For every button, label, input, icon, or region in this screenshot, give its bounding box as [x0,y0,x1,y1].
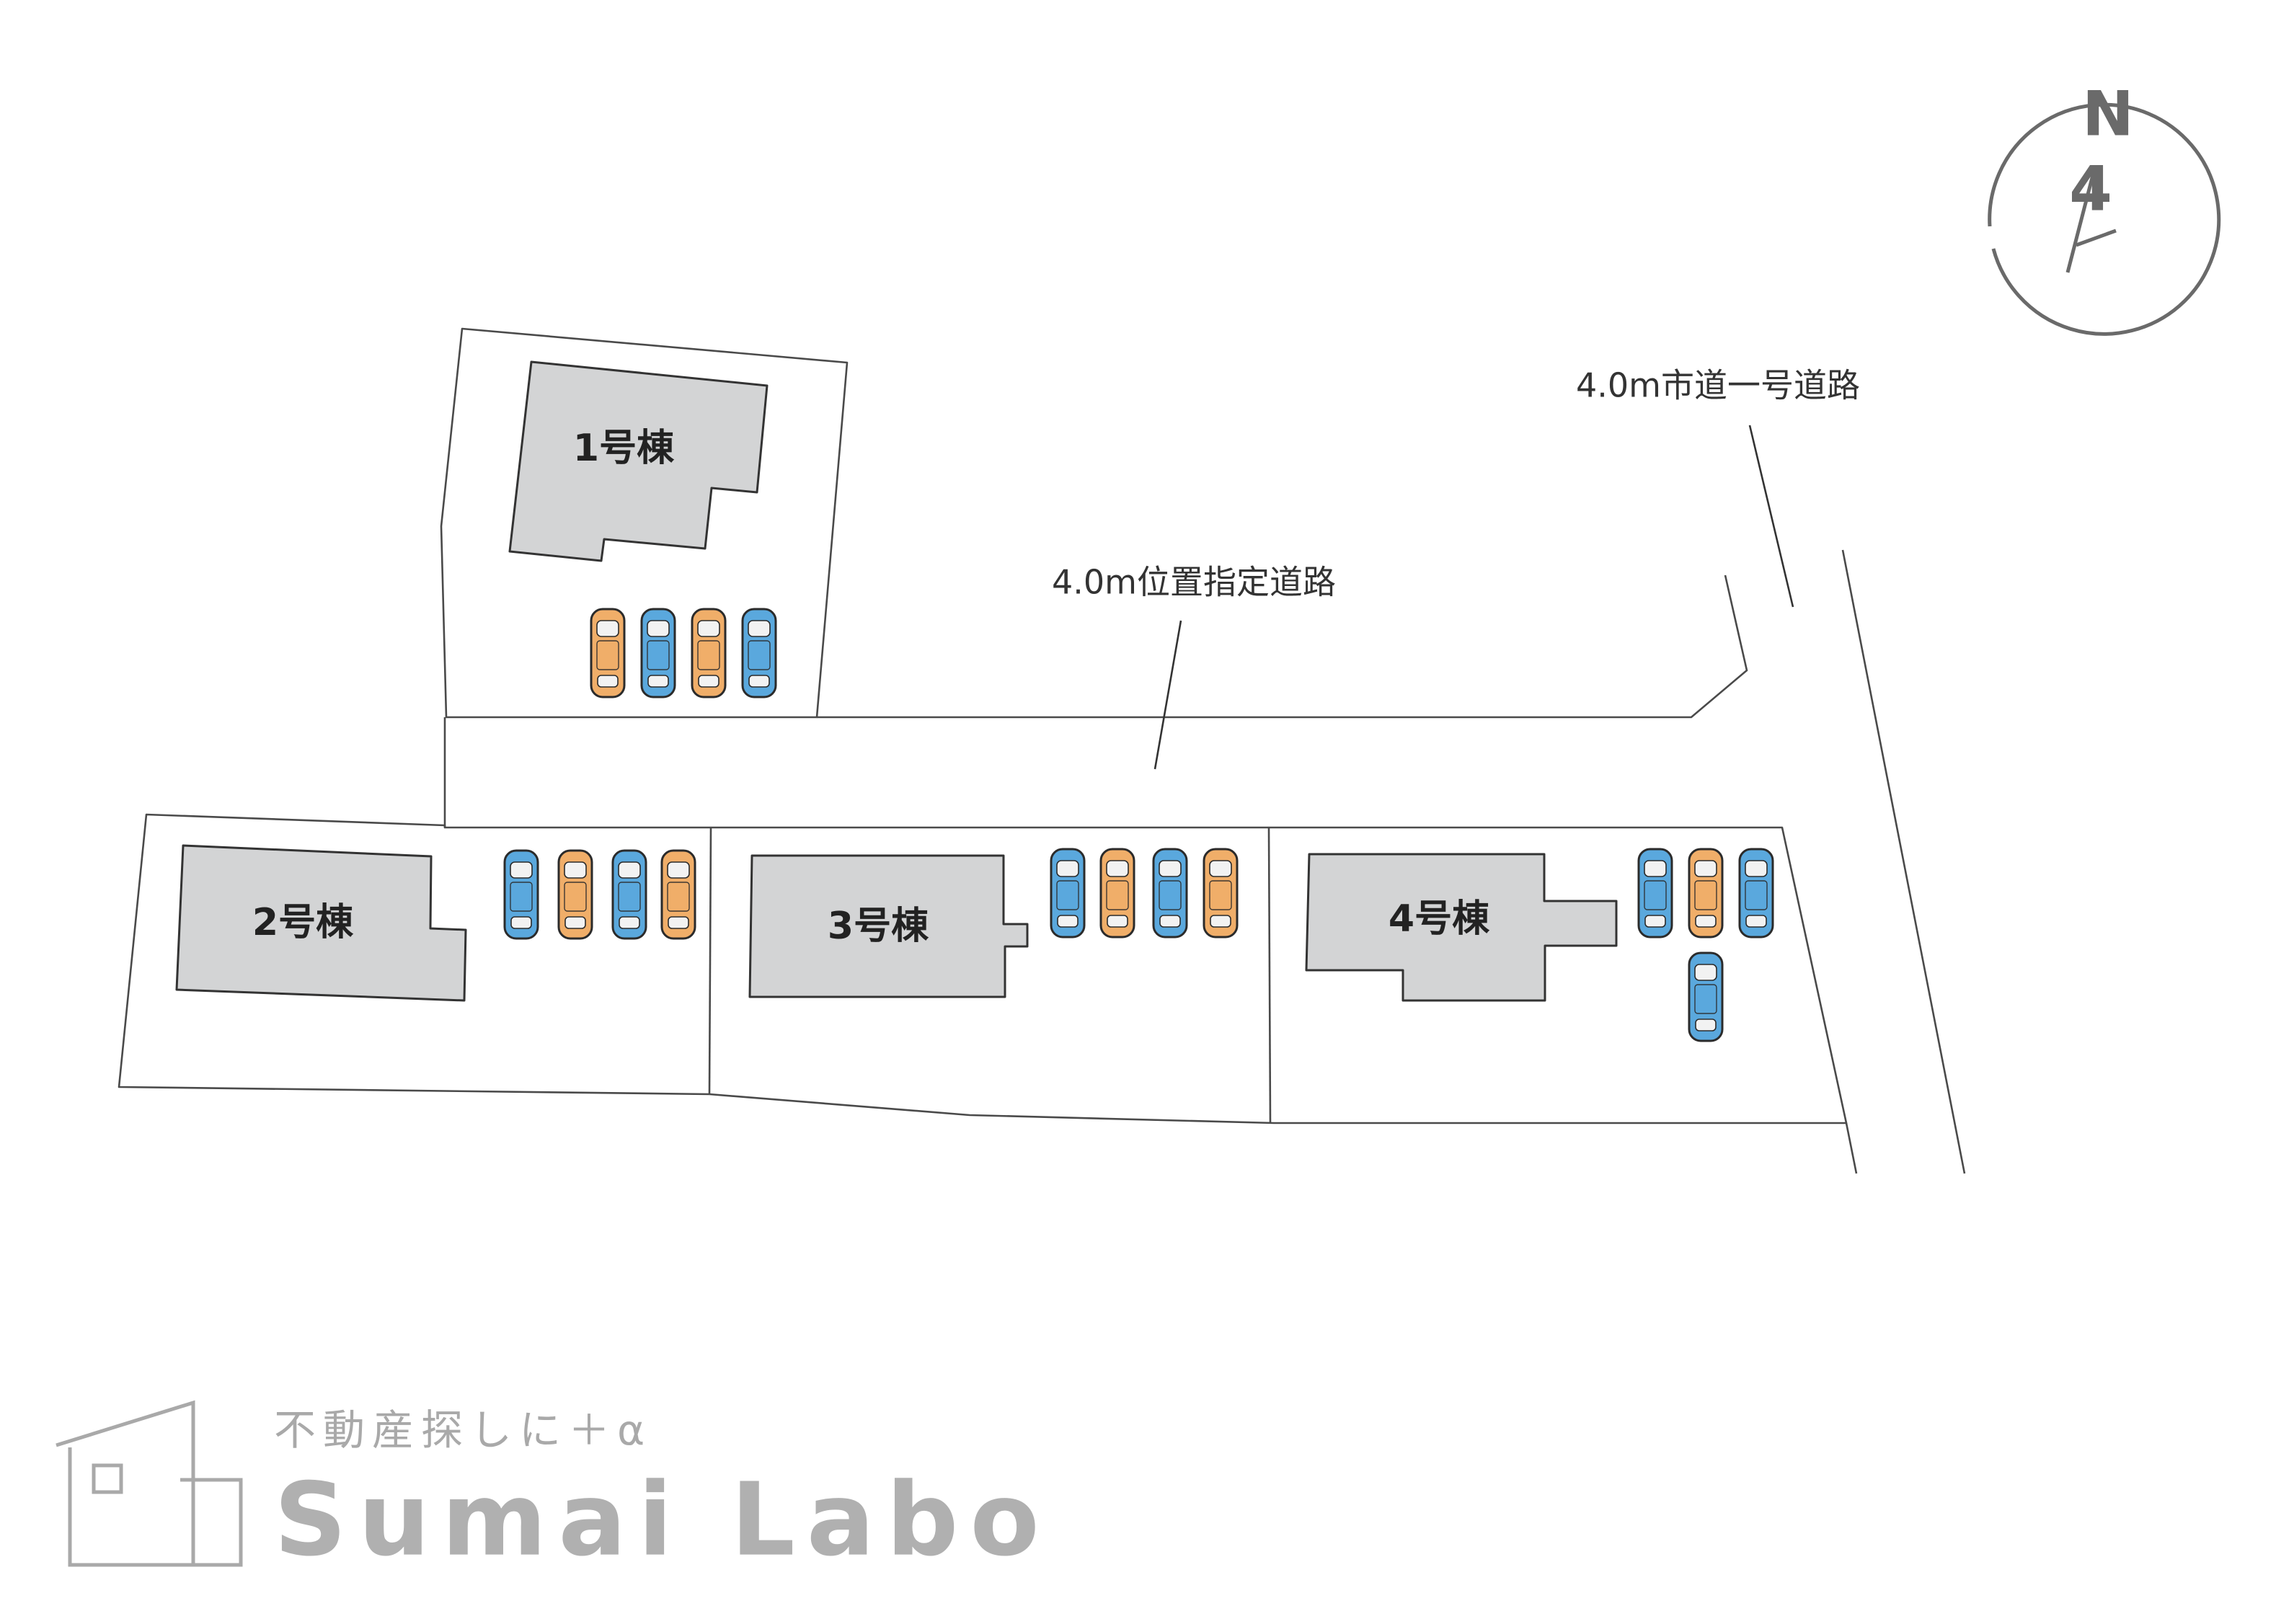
car-windshield [1209,860,1232,877]
car-rear-window [1695,915,1717,928]
car-windshield [1159,860,1182,877]
city-road-leader [1748,425,1794,608]
car-windshield [697,620,720,637]
parked-car [1050,848,1086,939]
compass-cross [2065,169,2117,273]
car-rear-window [748,675,770,688]
brand-logo: 不動産探しに＋α Sumai Labo [56,1400,1051,1579]
parked-car [691,608,727,698]
car-rear-window [698,675,719,688]
building-3-label: 3号棟 [828,905,929,948]
car-windshield [596,620,619,637]
car-roof [1694,880,1717,910]
parked-car [1099,848,1135,939]
city-road-east-edge [1841,549,1966,1174]
car-roof [510,882,533,912]
car-roof [748,640,771,670]
parked-car [1688,848,1724,939]
car-rear-window [647,675,669,688]
car-roof [1694,984,1717,1014]
car-rear-window [1745,915,1767,928]
car-windshield [1056,860,1079,877]
road-labels: 4.0m位置指定道路 4.0m市道一号道路 [1052,366,1860,770]
parked-car [503,849,539,940]
car-windshield [564,861,587,879]
car-rear-window [1057,915,1079,928]
car-rear-window [1159,915,1181,928]
car-rear-window [619,916,640,929]
brand-name: Sumai Labo [274,1462,1051,1579]
building-1-footprint [508,360,769,562]
car-windshield [1745,860,1768,877]
private-road [817,574,1748,719]
car-windshield [1644,860,1667,877]
car-rear-window [1695,1019,1717,1031]
car-roof [1209,880,1232,910]
parked-car [1203,848,1239,939]
lot-divider-3-4 [1267,827,1272,1124]
parked-car [1688,951,1724,1042]
lot-divider-2-3 [708,827,712,1095]
building-2-label: 2号棟 [252,901,354,944]
car-windshield [1106,860,1129,877]
car-roof [1644,880,1667,910]
car-windshield [510,861,533,879]
building-3-footprint [748,854,1029,998]
city-road-west-edge [1845,1122,1858,1174]
car-roof [1056,880,1079,910]
parked-car [640,608,676,698]
private-road-leader [1153,620,1182,770]
compass-north-letter: N [2082,78,2134,150]
car-roof [618,882,641,912]
car-roof [596,640,619,670]
lot-boundaries [118,327,1848,1124]
brand-tagline: 不動産探しに＋α [274,1406,652,1455]
car-rear-window [510,916,532,929]
parked-car [741,608,777,698]
car-roof [1159,880,1182,910]
building-4-label: 4号棟 [1389,897,1490,941]
car-roof [1745,880,1768,910]
parked-car [660,849,696,940]
parked-car [1152,848,1188,939]
car-roof [697,640,720,670]
parked-car [557,849,593,940]
car-roof [564,882,587,912]
car-rear-window [1107,915,1128,928]
house-logo-icon [56,1400,243,1567]
car-windshield [1694,964,1717,981]
car-rear-window [564,916,586,929]
car-rear-window [1644,915,1666,928]
city-road-label: 4.0m市道一号道路 [1576,366,1860,405]
parked-car [611,849,647,940]
car-windshield [748,620,771,637]
lot-1-boundary [440,327,849,719]
car-roof [1106,880,1129,910]
car-windshield [647,620,670,637]
north-compass: N 4 [1988,78,2221,336]
parking-cars [503,608,1774,1042]
car-roof [647,640,670,670]
parked-car [1738,848,1774,939]
car-roof [667,882,690,912]
parked-car [1637,848,1673,939]
private-road-label: 4.0m位置指定道路 [1052,563,1336,602]
buildings: 1号棟 2号棟 3号棟 4号棟 [175,360,1618,1002]
building-2-footprint [175,844,467,1002]
car-windshield [667,861,690,879]
city-road [1841,549,1966,1174]
compass-ring [1988,102,2221,336]
building-4-footprint [1305,853,1618,1002]
car-rear-window [668,916,689,929]
private-road-north-edge [817,574,1748,719]
car-rear-window [597,675,619,688]
car-windshield [1694,860,1717,877]
car-rear-window [1210,915,1231,928]
parked-car [590,608,626,698]
building-1-label: 1号棟 [573,427,675,470]
car-windshield [618,861,641,879]
